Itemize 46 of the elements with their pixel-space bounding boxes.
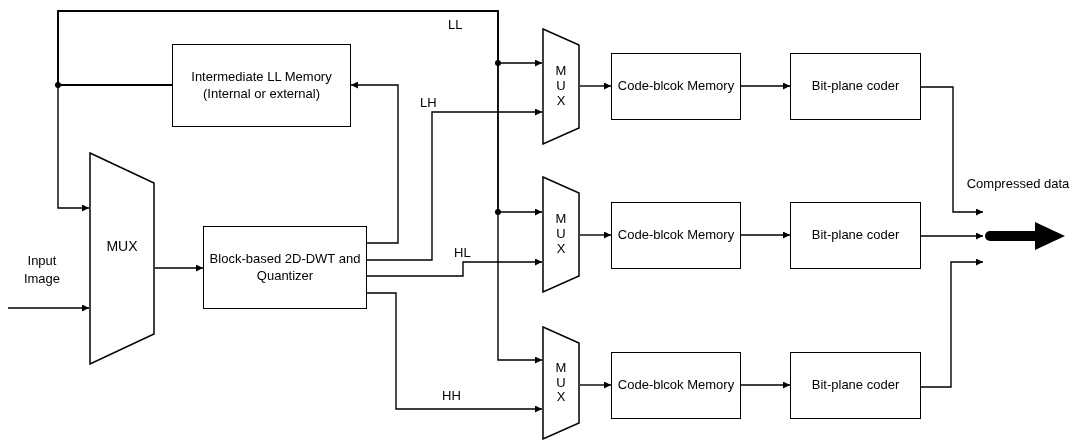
arrow: [366, 108, 543, 261]
arrow: [740, 231, 791, 239]
arrow: [920, 86, 984, 216]
block-label: Code-blcok Memory: [617, 227, 735, 244]
arrow: [7, 304, 90, 312]
arrow: [57, 10, 543, 364]
process-box: [790, 352, 921, 419]
arrow: [579, 381, 612, 389]
arrow: [740, 381, 791, 389]
block-label: Bit-plane coder: [811, 377, 900, 394]
process-box: [203, 226, 367, 309]
block-label: Code-blcok Memory: [617, 78, 735, 95]
arrow: [740, 82, 791, 90]
process-box: [790, 53, 921, 120]
arrow: [366, 292, 543, 413]
arrow: [579, 82, 612, 90]
text-label: Compressed data: [965, 175, 1071, 193]
arrow: [350, 81, 399, 244]
arrow: [154, 264, 204, 272]
edge-label: LH: [418, 96, 439, 109]
arrow: [920, 232, 984, 240]
text-label: Input Image: [22, 252, 62, 288]
multiplexer-trapezoid: [89, 152, 155, 365]
process-box: [611, 202, 741, 269]
process-box: [172, 44, 351, 127]
block-label: Bit-plane coder: [811, 78, 900, 95]
edge-label: LL: [446, 18, 465, 31]
arrow: [920, 258, 984, 388]
mux-label: MUX: [554, 212, 568, 257]
block-label: Bit-plane coder: [811, 227, 900, 244]
arrow: [366, 258, 543, 277]
process-box: [611, 53, 741, 120]
mux-label: MUX: [106, 237, 138, 256]
mux-label: MUX: [554, 360, 568, 406]
process-box: [611, 352, 741, 419]
mux-label: MUX: [554, 64, 568, 109]
block-label: Code-blcok Memory: [617, 377, 735, 394]
process-box: [790, 202, 921, 269]
arrow: [579, 231, 612, 239]
block-label: Block-based 2D-DWT and Quantizer: [208, 250, 362, 285]
block-label: Intermediate LL Memory (Internal or external): [190, 68, 333, 103]
multiplexer-trapezoid: [542, 28, 580, 145]
edge-label: HH: [440, 389, 463, 402]
multiplexer-trapezoid: [542, 326, 580, 440]
edge-label: HL: [452, 246, 473, 259]
multiplexer-trapezoid: [542, 176, 580, 293]
